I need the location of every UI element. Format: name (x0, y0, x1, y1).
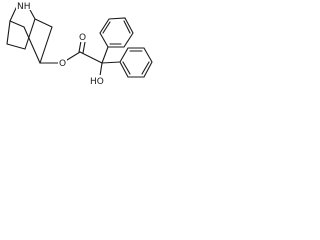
bond-c5-c4 (34, 18, 53, 28)
bond-alpha-phenyl-right (101, 61, 121, 64)
alpha-carbon (99, 46, 121, 77)
bond-o-carbonyl-c (66, 51, 81, 61)
bond-c1-c7 (6, 20, 11, 45)
bond-c4-c3 (39, 26, 53, 64)
phenyl-ring-right (119, 47, 153, 78)
bond-carbonyl-double-a (78, 40, 82, 53)
chemical-structure: NH O O HO (6, 0, 153, 87)
ester-group (39, 40, 103, 64)
atom-ester-o-label: O (59, 59, 66, 69)
bond-carbonyl-c-alpha (79, 51, 103, 64)
bond-c1-c2 (9, 20, 25, 28)
bond-c2-c3 (23, 26, 41, 64)
phenyl-ring-upper (99, 17, 134, 48)
bond-n-c1 (9, 5, 18, 22)
atom-hydroxyl-label: HO (90, 77, 104, 87)
tropane-ring (6, 5, 53, 64)
bond-alpha-phenyl-upper (101, 46, 109, 64)
atom-carbonyl-o-label: O (79, 33, 86, 43)
bond-c6-c5 (24, 18, 36, 50)
bond-carbonyl-double-b (82, 41, 86, 54)
bond-alpha-oh (99, 62, 103, 77)
atom-nh-label: NH (17, 2, 31, 12)
bond-c7-c6 (6, 43, 26, 50)
